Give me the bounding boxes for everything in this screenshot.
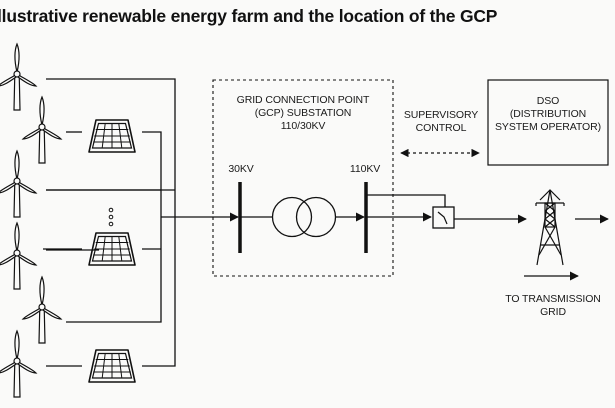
substation-title: GRID CONNECTION POINT (GCP) SUBSTATION 1… xyxy=(237,94,370,133)
dso-label: DSO (DISTRIBUTION SYSTEM OPERATOR) xyxy=(495,95,601,134)
wind-turbine-icon xyxy=(22,276,62,344)
low-voltage-label: 30KV xyxy=(228,163,254,175)
wind-turbine-icon xyxy=(0,150,37,218)
gcp-substation-boundary xyxy=(212,79,394,277)
control-line xyxy=(366,194,446,207)
transmission-tower-icon xyxy=(535,189,565,266)
dso-line1: DSO xyxy=(536,95,560,107)
substation-title-line2: (GCP) SUBSTATION xyxy=(254,107,352,119)
collector-wiring xyxy=(43,78,239,367)
wind-turbine-icon xyxy=(0,222,37,290)
circuit-breaker-icon[interactable] xyxy=(432,206,455,229)
transformer-icon xyxy=(271,196,337,238)
substation-title-line3: 110/30KV xyxy=(280,120,326,132)
wind-turbine-icon xyxy=(0,43,37,111)
supervisory-line2: CONTROL xyxy=(415,122,467,134)
transmission-line2: GRID xyxy=(540,306,566,318)
wind-turbine-icon xyxy=(22,96,62,164)
transmission-line1: TO TRANSMISSION xyxy=(505,293,601,305)
supervisory-line1: SUPERVISORY xyxy=(403,109,479,121)
diagram-title: llustrative renewable energy farm and th… xyxy=(0,6,498,26)
dso-line2: (DISTRIBUTION xyxy=(509,108,587,120)
solar-panel-icon xyxy=(88,232,136,266)
wind-turbine-icon xyxy=(0,330,37,398)
substation-title-line1: GRID CONNECTION POINT xyxy=(236,94,370,106)
transmission-grid-label: TO TRANSMISSION GRID xyxy=(505,293,601,319)
solar-panel-icon xyxy=(88,349,136,383)
dso-box xyxy=(487,79,609,166)
solar-panel-icon xyxy=(88,119,136,153)
dso-line3: SYSTEM OPERATOR) xyxy=(495,121,601,133)
more-generators-ellipsis-icon xyxy=(108,207,114,227)
supervisory-control-label: SUPERVISORY CONTROL xyxy=(404,109,478,135)
high-voltage-label: 110KV xyxy=(349,163,381,175)
